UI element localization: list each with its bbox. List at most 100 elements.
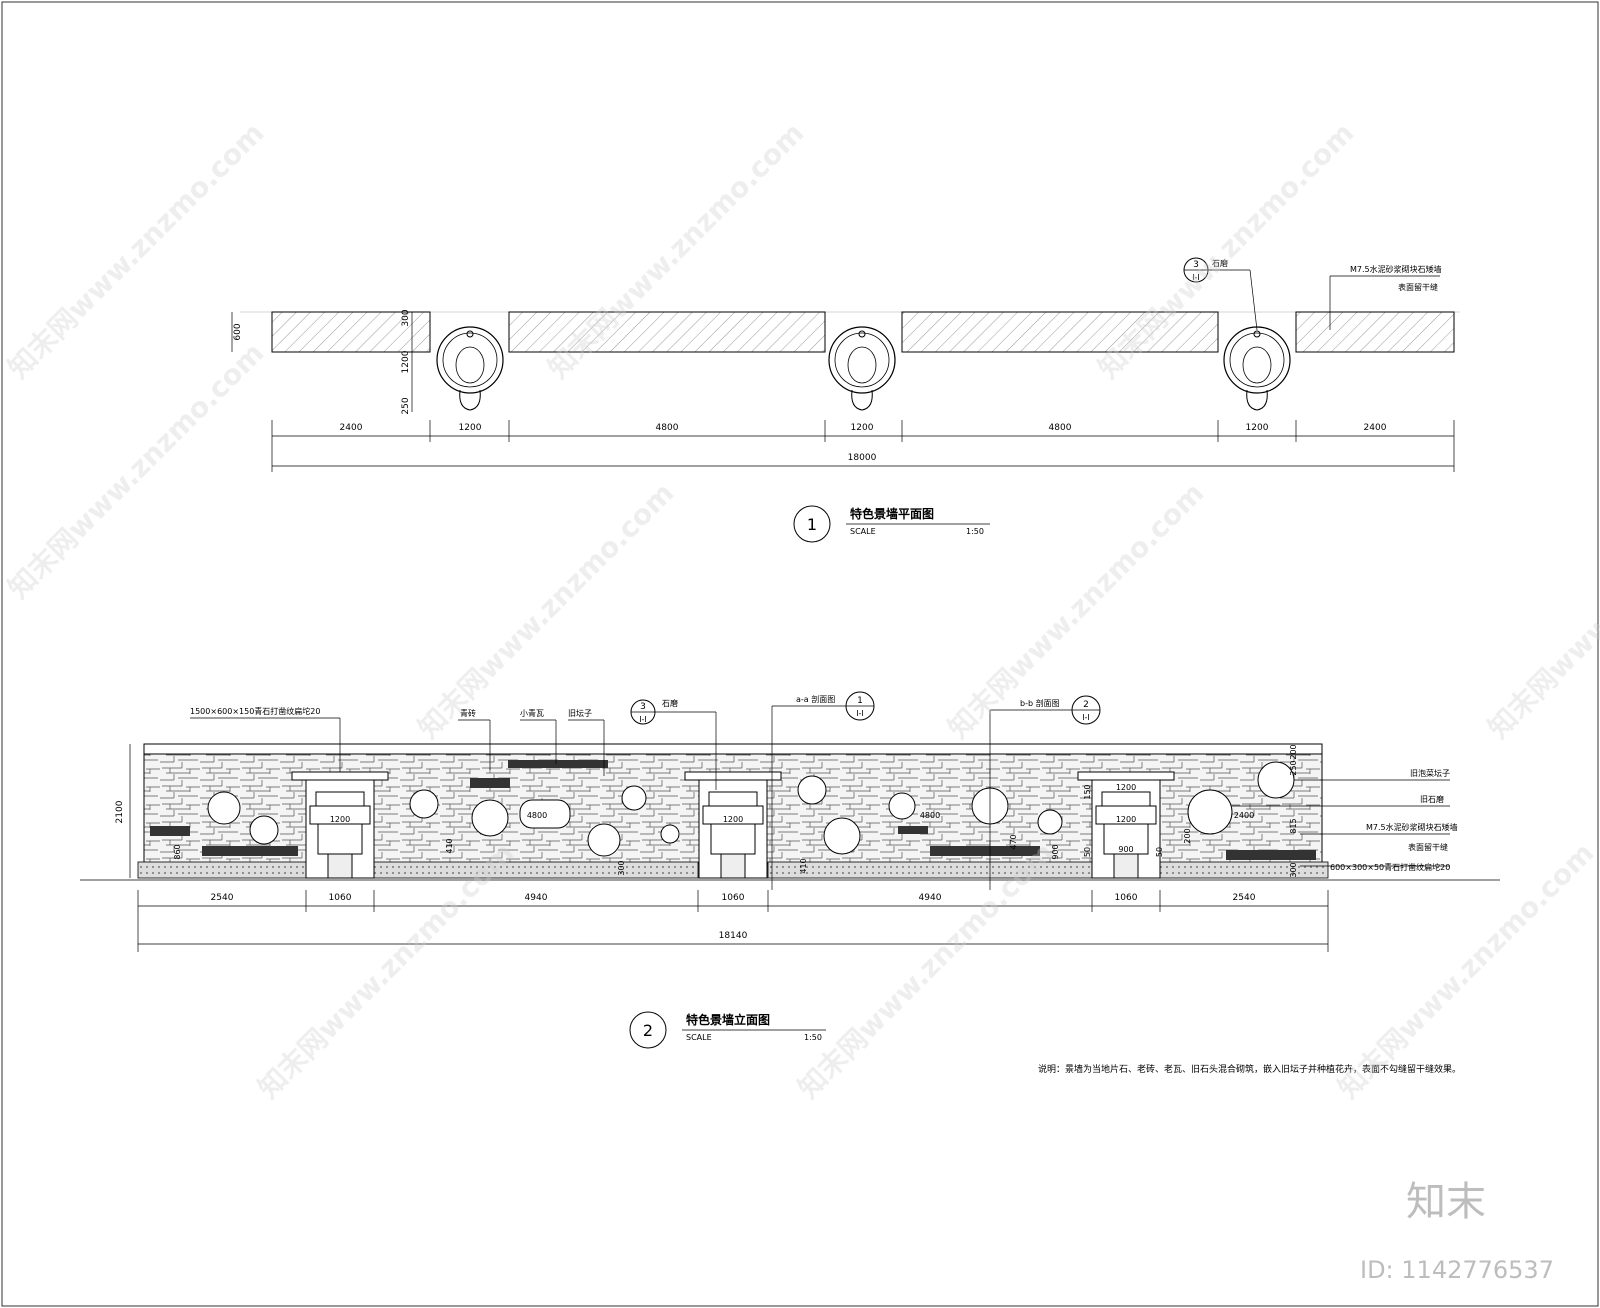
elev-tile-strip	[898, 826, 928, 834]
elev-inner-dim: 1200	[330, 815, 350, 824]
plan-callout-no: 3	[1193, 260, 1199, 270]
elev-tile-strip	[150, 826, 190, 836]
plan-mill	[828, 326, 896, 411]
plan-scale-value: 1:50	[966, 527, 984, 536]
elev-inner-dim: 300	[617, 860, 626, 875]
section-a-label: a-a 剖面图	[796, 694, 835, 704]
elev-coping	[143, 743, 1323, 755]
elev-mill	[409, 789, 439, 819]
elev-inner-dim: 200	[1289, 744, 1298, 759]
elev-base	[1159, 861, 1329, 879]
plan-wall-segment	[901, 311, 1219, 353]
watermark-text: 知末网www.znzmo.com	[2, 116, 271, 385]
elev-inner-dim: 2400	[1234, 811, 1254, 820]
elev-height-dim: 2100	[115, 800, 125, 823]
elev-inner-dim: 300	[1289, 862, 1298, 877]
plan-circle-dim: 250	[401, 397, 411, 414]
plan-wall-segment	[271, 311, 431, 353]
elev-mill	[249, 815, 279, 845]
plan-title-no: 1	[807, 515, 817, 534]
elev-tile-strip	[202, 846, 298, 856]
elev-tile-strip	[1226, 850, 1316, 860]
plan-callout-label: 石磨	[1212, 258, 1228, 268]
elev-callout-sub: I-I	[639, 715, 647, 724]
elev-seg-dim: 4940	[919, 893, 942, 903]
plan-seg-dim: 4800	[656, 423, 679, 433]
elev-inner-dim: 200	[1183, 828, 1192, 843]
elev-right-note: 600×300×50青石打凿纹扁坨20	[1330, 862, 1450, 872]
elev-inner-dim: 50	[1155, 847, 1164, 857]
plan-circle-dim: 300	[401, 309, 411, 326]
elev-jar	[823, 817, 861, 855]
elev-lintel	[1077, 771, 1175, 781]
plan-total-dim: 18000	[848, 453, 877, 463]
elev-top-label: 旧坛子	[568, 708, 592, 718]
elev-callout-no: 3	[640, 702, 646, 712]
elev-callout-label: 石磨	[662, 698, 678, 708]
plan-wall-segment	[1295, 311, 1455, 353]
elev-mill-stand	[305, 779, 375, 879]
watermark-text: 知末网www.znzmo.com	[942, 476, 1211, 745]
elev-mill	[660, 824, 680, 844]
elev-inner-dim: 900	[1051, 844, 1060, 859]
elev-tile-strip	[470, 778, 510, 788]
elev-inner-dim: 1200	[1116, 815, 1136, 824]
elev-base	[373, 861, 699, 879]
plan-title: 特色景墙平面图	[850, 506, 934, 521]
elev-scale-label: SCALE	[686, 1033, 712, 1042]
elev-top-label: 小青瓦	[520, 708, 544, 718]
elev-inner-dim: 4800	[920, 811, 940, 820]
elev-inner-dim: 815	[1289, 818, 1298, 833]
elev-inner-dim: 900	[1118, 845, 1133, 854]
elev-inner-dim: 860	[173, 844, 182, 859]
elev-lintel	[291, 771, 389, 781]
watermark-text: 知末网www.znzmo.com	[2, 336, 271, 605]
plan-callout-sub: I-I	[1192, 273, 1200, 282]
elev-note: 说明：景墙为当地片石、老砖、老瓦、旧石头混合砌筑，嵌入旧坛子并种植花卉，表面不勾…	[1038, 1063, 1461, 1075]
elev-mill	[797, 775, 827, 805]
elev-seg-dim: 4940	[525, 893, 548, 903]
section-b-label: b-b 剖面图	[1020, 698, 1060, 708]
section-b-no: 2	[1083, 700, 1089, 710]
plan-material-note: M7.5水泥砂浆砌块石矮墙	[1350, 264, 1442, 274]
elev-seg-dim: 1060	[722, 893, 745, 903]
elev-inner-dim: 50	[1083, 847, 1092, 857]
elev-right-note: 旧石磨	[1420, 794, 1444, 804]
elev-title-no: 2	[643, 1021, 653, 1040]
elev-lintel	[684, 771, 782, 781]
brand-logo: 知末	[1406, 1179, 1486, 1225]
elev-inner-dim: 470	[1009, 834, 1018, 849]
section-a-sub: I-I	[856, 709, 864, 718]
elev-title: 特色景墙立面图	[686, 1012, 770, 1027]
plan-mill	[1223, 326, 1291, 411]
elev-inner-dim: 410	[799, 858, 808, 873]
plan-material-note: 表面留干缝	[1398, 282, 1438, 292]
elev-inner-dim: 250	[1289, 760, 1298, 775]
plan-scale-label: SCALE	[850, 527, 876, 536]
plan-height-dim: 600	[233, 323, 243, 340]
elev-total-dim: 18140	[719, 931, 748, 941]
elev-tile-strip	[508, 760, 608, 768]
plan-seg-dim: 1200	[851, 423, 874, 433]
elev-mill	[888, 792, 916, 820]
elev-scale-value: 1:50	[804, 1033, 822, 1042]
brand-id: ID: 1142776537	[1360, 1256, 1554, 1284]
plan-wall-segment	[508, 311, 826, 353]
section-a-no: 1	[857, 696, 863, 706]
elev-jar	[207, 791, 241, 825]
elev-seg-dim: 2540	[1233, 893, 1256, 903]
elev-right-note: M7.5水泥砂浆砌块石矮墙	[1366, 822, 1458, 832]
elev-inner-dim: 1200	[1116, 783, 1136, 792]
section-b-sub: I-I	[1082, 713, 1090, 722]
plan-seg-dim: 2400	[1364, 423, 1387, 433]
plan-seg-dim: 2400	[340, 423, 363, 433]
elev-tile-strip	[930, 846, 1040, 856]
elev-inner-dim: 150	[1083, 784, 1092, 799]
elev-seg-dim: 1060	[1115, 893, 1138, 903]
elev-mill	[621, 785, 647, 811]
elev-right-note: 旧泡菜坛子	[1410, 768, 1450, 778]
elev-inner-dim: 410	[445, 838, 454, 853]
elev-seg-dim: 2540	[211, 893, 234, 903]
